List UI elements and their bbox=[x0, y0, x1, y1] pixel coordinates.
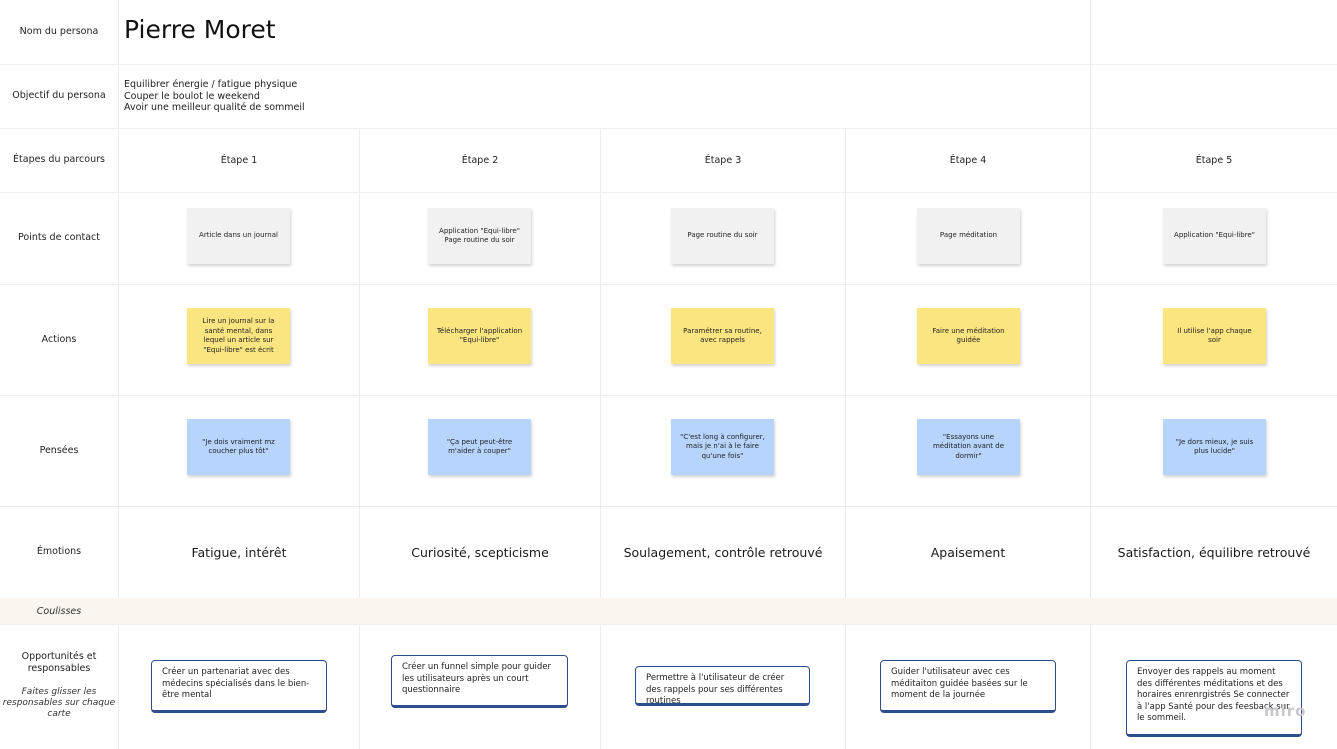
thought-sticky-2[interactable]: "Ça peut peut-être m'aider à couper" bbox=[428, 419, 531, 475]
stage-4: Étape 4 bbox=[949, 154, 987, 166]
row-label-name: Nom du persona bbox=[19, 26, 99, 38]
column-divider bbox=[600, 624, 601, 749]
objective-item: Equilibrer énergie / fatigue physique bbox=[124, 79, 298, 90]
objective-item: Couper le boulot le weekend bbox=[124, 90, 260, 102]
touchpoint-sticky-3[interactable]: Page routine du soir bbox=[671, 208, 774, 264]
row-label-touchpoints: Points de contact bbox=[17, 232, 100, 244]
thought-sticky-5[interactable]: "Je dors mieux, je suis plus lucide" bbox=[1163, 419, 1266, 475]
action-sticky-4[interactable]: Faire une méditation guidée bbox=[917, 308, 1020, 364]
touchpoint-sticky-4[interactable]: Page méditation bbox=[917, 208, 1020, 264]
row-label-thoughts: Pensées bbox=[39, 444, 79, 456]
thought-sticky-1[interactable]: "Je dois vraiment mz coucher plus tôt" bbox=[187, 419, 290, 475]
action-sticky-5[interactable]: Il utilise l'app chaque soir bbox=[1163, 308, 1266, 364]
stage-1: Étape 1 bbox=[220, 154, 258, 166]
objective-item: Avoir une meilleur qualité de sommeil bbox=[124, 102, 305, 113]
emotion-4[interactable]: Apaisement bbox=[930, 544, 1006, 560]
action-sticky-2[interactable]: Télécharger l'application "Equi-libre" bbox=[428, 308, 531, 364]
stage-3: Étape 3 bbox=[704, 154, 742, 166]
column-divider bbox=[1090, 0, 1091, 128]
opportunity-card-2[interactable]: Créer un funnel simple pour guider les u… bbox=[391, 655, 568, 708]
column-divider bbox=[1090, 624, 1091, 749]
row-label-emotions: Émotions bbox=[36, 546, 82, 558]
coulisses-band bbox=[0, 598, 1337, 624]
thought-sticky-3[interactable]: "C'est long à configurer, mais je n'ai à… bbox=[671, 419, 774, 475]
touchpoint-sticky-1[interactable]: Article dans un journal bbox=[187, 208, 290, 264]
row-divider bbox=[0, 64, 1337, 65]
coulisses-label: Coulisses bbox=[36, 605, 82, 617]
row-divider bbox=[0, 192, 1337, 193]
persona-name[interactable]: Pierre Moret bbox=[124, 15, 276, 44]
column-divider bbox=[359, 128, 360, 598]
persona-objectives[interactable]: Equilibrer énergie / fatigue physique Co… bbox=[124, 79, 305, 114]
action-sticky-1[interactable]: Lire un journal sur la santé mental, dan… bbox=[187, 308, 290, 364]
emotion-3[interactable]: Soulagement, contrôle retrouvé bbox=[623, 544, 823, 560]
touchpoint-sticky-5[interactable]: Application "Equi-libre" bbox=[1163, 208, 1266, 264]
opportunities-hint: Faites glisser les responsables sur chaq… bbox=[2, 687, 116, 719]
emotion-5[interactable]: Satisfaction, équilibre retrouvé bbox=[1117, 544, 1311, 560]
row-divider bbox=[0, 624, 1337, 625]
row-label-stages: Étapes du parcours bbox=[13, 154, 105, 166]
emotion-1[interactable]: Fatigue, intérêt bbox=[191, 544, 287, 560]
row-divider bbox=[0, 395, 1337, 396]
row-label-actions: Actions bbox=[41, 333, 77, 345]
row-divider bbox=[0, 284, 1337, 285]
row-label-objective: Objectif du persona bbox=[12, 90, 106, 102]
emotion-2[interactable]: Curiosité, scepticisme bbox=[411, 544, 549, 560]
opportunity-card-4[interactable]: Guider l'utilisateur avec ces méditaiton… bbox=[880, 660, 1056, 713]
column-divider bbox=[845, 624, 846, 749]
column-divider bbox=[1090, 128, 1091, 598]
column-divider bbox=[359, 624, 360, 749]
row-label-opportunities: Opportunités et responsables bbox=[21, 651, 97, 674]
column-divider bbox=[600, 128, 601, 598]
action-sticky-3[interactable]: Paramétrer sa routine, avec rappels bbox=[671, 308, 774, 364]
row-divider bbox=[0, 128, 1337, 129]
row-divider bbox=[0, 506, 1337, 507]
label-column-divider bbox=[118, 0, 119, 749]
thought-sticky-4[interactable]: "Essayons une méditation avant de dormir… bbox=[917, 419, 1020, 475]
opportunity-card-5[interactable]: Envoyer des rappels au moment des différ… bbox=[1126, 660, 1302, 737]
column-divider bbox=[845, 128, 846, 598]
stage-2: Étape 2 bbox=[461, 154, 499, 166]
miro-logo: miro bbox=[1264, 702, 1307, 720]
opportunity-card-1[interactable]: Créer un partenariat avec des médecins s… bbox=[151, 660, 327, 713]
stage-5: Étape 5 bbox=[1195, 154, 1233, 166]
touchpoint-sticky-2[interactable]: Application "Equi-libre" Page routine du… bbox=[428, 208, 531, 264]
opportunity-card-3[interactable]: Permettre à l'utilisateur de créer des r… bbox=[635, 666, 810, 706]
